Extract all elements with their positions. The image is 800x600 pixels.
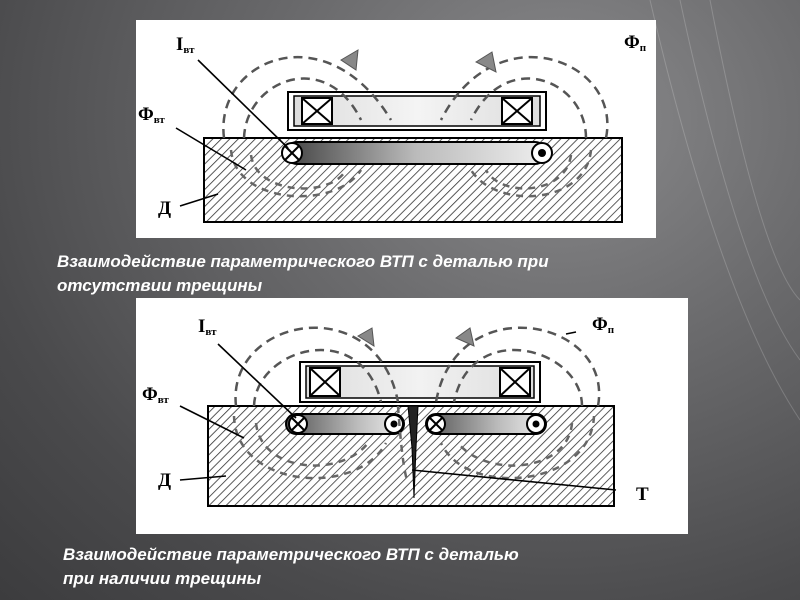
diagram-no-crack: Iвт Φп Φвт Д [136,20,656,238]
current-out-icon [531,142,553,164]
eddy-flux-lines [229,149,593,198]
eddy-current-conductor [285,141,547,165]
label-part: Д [158,198,171,219]
background-decorative-lines [649,0,800,421]
primary-flux-lines [234,326,601,407]
primary-flux-lines [222,55,609,139]
label-primary-flux: Φп [592,314,615,336]
leader-lines [179,331,617,491]
current-into-icon [288,414,446,434]
caption-no-crack: Взаимодействие параметрического ВТП с де… [57,250,549,298]
caption-top-line2: отсутствии трещины [57,276,263,295]
caption-bottom-line1: Взаимодействие параметрического ВТП с де… [63,545,519,564]
label-part: Д [158,470,171,491]
leader-lines [175,59,289,207]
label-eddy-current: Iвт [176,34,195,56]
caption-top-line1: Взаимодействие параметрического ВТП с де… [57,252,549,271]
label-primary-flux: Φп [624,32,647,54]
transducer-probe [299,361,541,403]
label-eddy-flux: Φвт [138,104,165,126]
label-crack: Т [636,484,649,505]
transducer-probe [287,91,547,131]
eddy-flux-lines [232,405,596,484]
label-eddy-flux: Φвт [142,384,169,406]
flux-arrow-icon [340,49,497,73]
current-out-icon [384,414,546,434]
diagram-with-crack: Iвт Φп Φвт Д Т [136,298,688,534]
flux-arrow-icon [357,327,475,347]
caption-with-crack: Взаимодействие параметрического ВТП с де… [63,543,519,591]
label-eddy-current: Iвт [198,316,217,338]
caption-bottom-line2: при наличии трещины [63,569,262,588]
crack [407,405,419,499]
